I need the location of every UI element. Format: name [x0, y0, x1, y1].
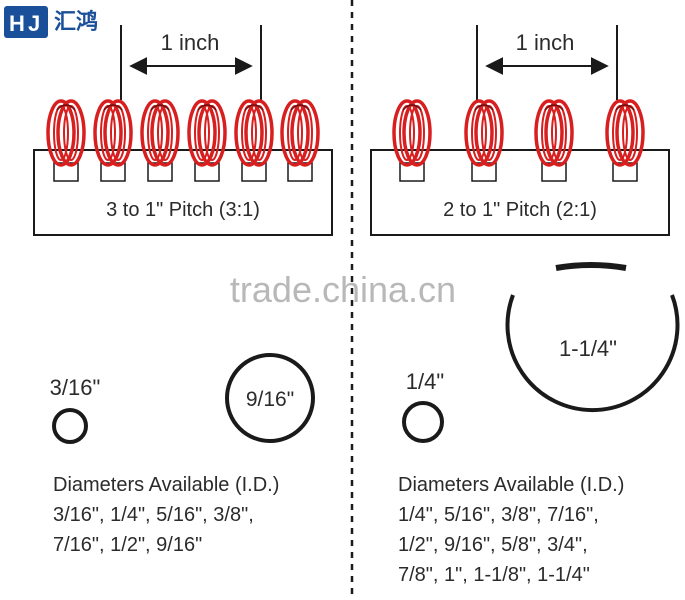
small-size-label: 3/16": [50, 375, 101, 400]
diameters-line: 1/2", 9/16", 5/8", 3/4",: [398, 534, 588, 556]
large-size-label: 9/16": [246, 388, 294, 411]
binding-coil: [392, 99, 432, 182]
diameters-heading: Diameters Available (I.D.): [398, 474, 625, 496]
binding-coil: [464, 99, 504, 182]
coil-row: [46, 99, 320, 182]
measure-label: 1 inch: [161, 30, 220, 55]
small-size-label: 1/4": [406, 369, 444, 394]
binding-coil: [605, 99, 645, 182]
measure-label: 1 inch: [516, 30, 575, 55]
binding-coil: [187, 99, 227, 182]
large-ring-top-arc: [555, 262, 627, 271]
spine-block: [33, 149, 333, 236]
logo-name: 汇鸿: [54, 9, 99, 34]
diameters-line: 7/8", 1", 1-1/8", 1-1/4": [398, 564, 590, 586]
small-ring: [52, 408, 88, 444]
watermark: trade.china.cn: [230, 269, 456, 310]
diameters-list-right: Diameters Available (I.D.) 1/4", 5/16", …: [398, 470, 624, 590]
binding-coil: [46, 99, 86, 182]
company-logo: H J: [4, 6, 48, 38]
large-ring: [505, 294, 680, 412]
binding-coil: [234, 99, 274, 182]
pitch-label: 3 to 1" Pitch (3:1): [106, 199, 260, 221]
large-ring: [225, 353, 315, 443]
left-panel: 1 inch 3 to 1" Pitch (3:1) 3/16" 9/16": [33, 25, 333, 444]
diameters-list-left: Diameters Available (I.D.) 3/16", 1/4", …: [53, 470, 279, 560]
diameters-heading: Diameters Available (I.D.): [53, 474, 280, 496]
small-ring: [402, 401, 444, 443]
right-panel: 1 inch 2 to 1" Pitch (2:1) 1/4" 1-1/4": [370, 25, 680, 443]
svg-text:J: J: [28, 11, 40, 36]
diameters-line: 7/16", 1/2", 9/16": [53, 534, 203, 556]
diameters-line: 3/16", 1/4", 5/16", 3/8",: [53, 504, 254, 526]
binding-coil: [280, 99, 320, 182]
binding-coil: [140, 99, 180, 182]
binding-coil: [93, 99, 133, 182]
large-size-label: 1-1/4": [559, 336, 617, 361]
coil-row: [392, 99, 645, 182]
pitch-label: 2 to 1" Pitch (2:1): [443, 199, 597, 221]
diameters-line: 1/4", 5/16", 3/8", 7/16",: [398, 504, 599, 526]
binding-coil: [534, 99, 574, 182]
svg-text:H: H: [9, 11, 25, 36]
